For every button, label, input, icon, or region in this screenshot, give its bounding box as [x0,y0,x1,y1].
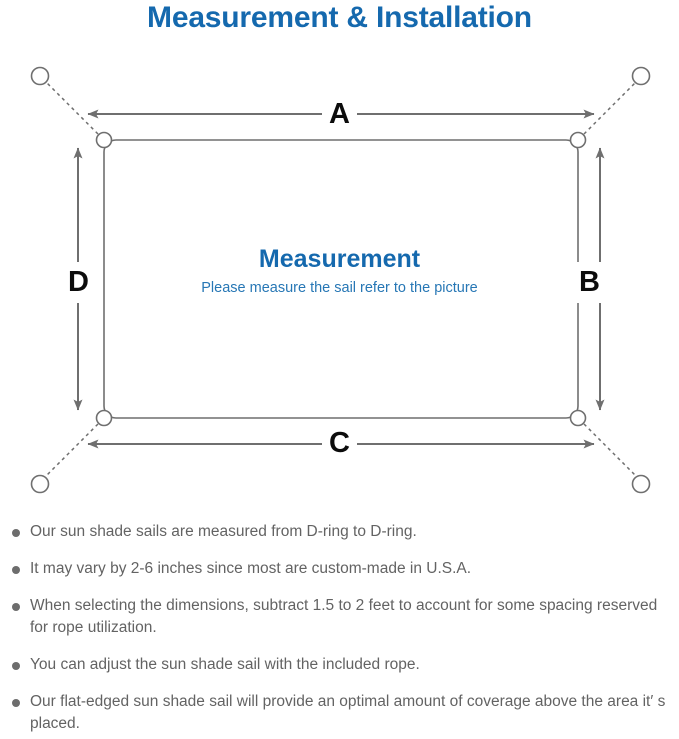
diagram-svg [30,66,651,494]
d-ring-top-left [95,131,113,149]
note-text: When selecting the dimensions, subtract … [30,597,658,636]
list-item: When selecting the dimensions, subtract … [0,595,679,639]
bullet-icon [12,699,20,707]
bullet-icon [12,662,20,670]
anchor-ring-bottom-left [30,474,50,494]
rope-lines [44,80,638,478]
list-item: Our sun shade sails are measured from D-… [0,521,679,543]
note-text: Our flat-edged sun shade sail will provi… [30,693,666,732]
anchor-ring-bottom-right [631,474,651,494]
bullet-icon [12,603,20,611]
d-ring-bottom-left [95,409,113,427]
list-item: It may vary by 2-6 inches since most are… [0,558,679,580]
sail-rectangle [103,139,579,419]
list-item: Our flat-edged sun shade sail will provi… [0,691,679,735]
measurement-diagram: Measurement Please measure the sail refe… [0,44,679,514]
anchor-ring-top-left [30,66,50,86]
bullet-icon [12,529,20,537]
list-item: You can adjust the sun shade sail with t… [0,654,679,676]
note-text: You can adjust the sun shade sail with t… [30,656,420,673]
d-ring-top-right [569,131,587,149]
page-title: Measurement & Installation [147,1,532,34]
note-text: Our sun shade sails are measured from D-… [30,523,417,540]
d-ring-bottom-right [569,409,587,427]
bullet-icon [12,566,20,574]
note-text: It may vary by 2-6 inches since most are… [30,560,472,577]
notes-list: Our sun shade sails are measured from D-… [0,521,679,735]
anchor-ring-top-right [631,66,651,86]
